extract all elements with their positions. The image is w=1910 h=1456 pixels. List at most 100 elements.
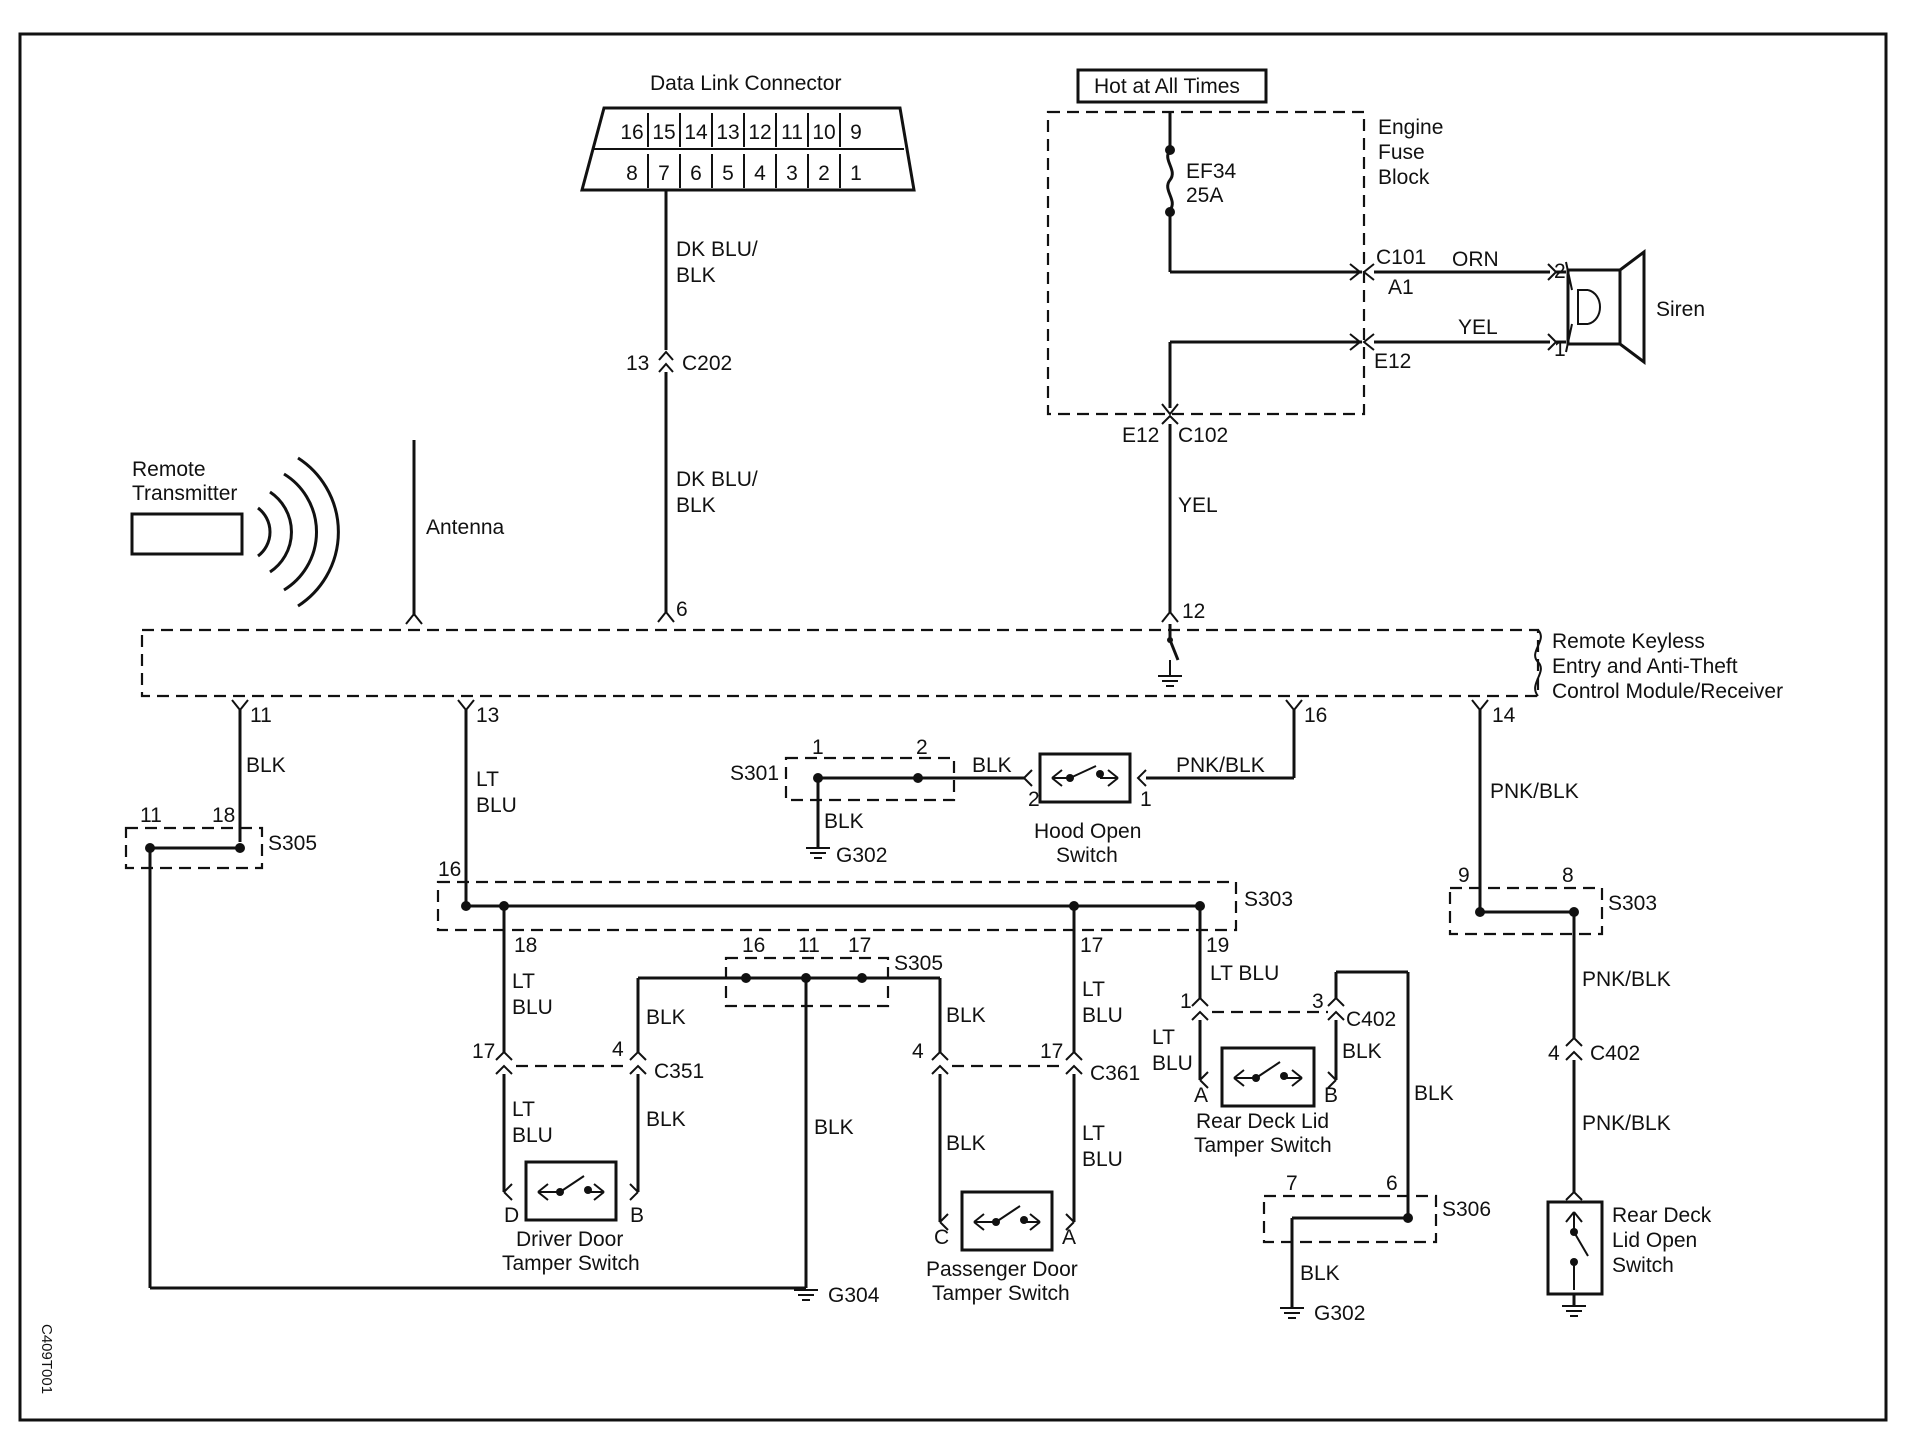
s305-mid-pin-11: 11 (798, 934, 820, 957)
rear-pin-a: A (1194, 1084, 1208, 1107)
siren-body (1566, 268, 1622, 346)
pin11-wire-color: BLK (246, 754, 286, 777)
siren-label: Siren (1656, 298, 1705, 321)
c361-pin-17: 17 (1040, 1040, 1063, 1063)
dlc-wire-color-3: DK BLU/ (676, 468, 758, 491)
fuse-rating: 25A (1186, 184, 1223, 207)
module-label-2: Entry and Anti-Theft (1552, 655, 1738, 678)
driver-label-2: Tamper Switch (502, 1252, 640, 1275)
hood-wire-blk: BLK (972, 754, 1012, 777)
siren-horn-icon (1619, 249, 1646, 365)
s305-left-label: S305 (268, 832, 317, 855)
c351-pin-17: 17 (472, 1040, 495, 1063)
pin13-wire-color-2: BLU (476, 794, 517, 817)
hood-wire-pnk-blk: PNK/BLK (1176, 754, 1265, 777)
rear-blk-side: BLK (1342, 1040, 1382, 1063)
rear-lt-blu-19: LT BLU (1210, 962, 1279, 985)
driver-pin-d: D (504, 1204, 519, 1227)
s301-label: S301 (730, 762, 779, 785)
c402-open-label: C402 (1590, 1042, 1640, 1065)
s305-left (124, 826, 264, 870)
dlc-wire: DK BLU/ BLK 13 C202 DK BLU/ BLK 6 (626, 190, 758, 623)
pass-lt-blu-4: BLU (1082, 1148, 1123, 1171)
s303-pin-16: 16 (438, 858, 461, 881)
rear-lt-blu-a: LT (1152, 1026, 1175, 1049)
hot-at-all-times-box (1076, 68, 1268, 104)
driver-switch-contact (559, 1175, 585, 1193)
wire-yel: YEL (1458, 316, 1498, 339)
c402-open-pin-4: 4 (1548, 1042, 1560, 1065)
passenger-switch-contact (995, 1205, 1021, 1223)
hood-label-2: Switch (1056, 844, 1118, 867)
dlc-pin-2: 2 (818, 162, 830, 185)
c402-tamper-label: C402 (1346, 1008, 1396, 1031)
s303-right-pin-9: 9 (1458, 864, 1470, 887)
driver-pin-b: B (630, 1204, 644, 1227)
dlc-pin-13: 13 (716, 121, 739, 144)
power-section: Hot at All Times Engine Fuse Block EF34 … (1046, 68, 1550, 623)
s303-right (1448, 886, 1604, 936)
diagram-code: C409T001 (38, 1324, 55, 1394)
c361-pin-4: 4 (912, 1040, 924, 1063)
driver-lt-blu-3: LT (512, 1098, 535, 1121)
fuse-block-label-2: Fuse (1378, 141, 1425, 164)
driver-blk-top: BLK (646, 1006, 686, 1029)
dlc-pin-15: 15 (652, 121, 675, 144)
module-pin-16: 16 (1304, 704, 1327, 727)
c101-pin-a1: A1 (1388, 276, 1414, 299)
module-pin-11: 11 (250, 704, 272, 727)
module-label-1: Remote Keyless (1552, 630, 1705, 653)
rear-tamper-label-2: Tamper Switch (1194, 1134, 1332, 1157)
dlc-title: Data Link Connector (650, 72, 841, 95)
dlc-pin-12: 12 (748, 121, 771, 144)
rear-deck-open-circuit: 14 PNK/BLK 9 8 S303 PNK/BLK 4 C402 PNK/B… (1448, 699, 1712, 1317)
engine-fuse-block (1046, 110, 1366, 416)
hot-label: Hot at All Times (1094, 75, 1240, 98)
remote-transmitter: Remote Transmitter Antenna (130, 440, 505, 625)
dlc-pin-14: 14 (684, 121, 708, 144)
s305-left-pin-11: 11 (140, 804, 162, 827)
dlc-pin-9: 9 (850, 121, 862, 144)
pass-blk-bottom: BLK (946, 1132, 986, 1155)
rear-tamper-switch-box (1220, 1046, 1316, 1108)
s301-pin-1: 1 (812, 736, 824, 759)
rear-open-label-1: Rear Deck (1612, 1204, 1712, 1227)
c101-pin-e12: E12 (1374, 350, 1411, 373)
rear-open-label-2: Lid Open (1612, 1229, 1697, 1252)
fuse-block-label-3: Block (1378, 166, 1430, 189)
s301-ground-wire: BLK (824, 810, 864, 833)
s303-pin-18: 18 (514, 934, 537, 957)
radio-wave-icon (257, 506, 272, 558)
s303-center (436, 880, 1238, 932)
driver-lt-blu-1: LT (512, 970, 535, 993)
dlc-pin-8: 8 (626, 162, 638, 185)
c351-label: C351 (654, 1060, 704, 1083)
rear-open-pnk-blk-2: PNK/BLK (1582, 968, 1671, 991)
hood-pin-1: 1 (1140, 788, 1152, 811)
rear-tamper-switch-contact (1255, 1061, 1281, 1079)
s305-mid-label: S305 (894, 952, 943, 975)
transmitter-label-2: Transmitter (132, 482, 237, 505)
s306-ground-wire: BLK (1300, 1262, 1340, 1285)
pass-label-2: Tamper Switch (932, 1282, 1070, 1305)
c102-pin: E12 (1122, 424, 1159, 447)
fuse-ef34-symbol (1166, 149, 1174, 211)
hood-switch-box (1038, 752, 1132, 804)
s303-pin-19: 19 (1206, 934, 1229, 957)
anti-theft-module: Remote Keyless Entry and Anti-Theft Cont… (140, 624, 1783, 703)
dlc-pin-4: 4 (754, 162, 766, 185)
s301 (784, 756, 956, 802)
c102-label: C102 (1178, 424, 1228, 447)
s301-pin-2: 2 (916, 736, 928, 759)
rear-pin-b: B (1324, 1084, 1338, 1107)
dlc-pin-7: 7 (658, 162, 670, 185)
c402-pin-3: 3 (1312, 990, 1324, 1013)
s303-right-pin-8: 8 (1562, 864, 1574, 887)
rear-lt-blu-b: BLU (1152, 1052, 1193, 1075)
pass-pin-a: A (1062, 1226, 1076, 1249)
s303-right-label: S303 (1608, 892, 1657, 915)
module-pin-14: 14 (1492, 704, 1516, 727)
pin-11-branch: 11 BLK 11 18 S305 (124, 699, 806, 1290)
c202-pin: 13 (626, 352, 649, 375)
s305-left-pin-18: 18 (212, 804, 235, 827)
